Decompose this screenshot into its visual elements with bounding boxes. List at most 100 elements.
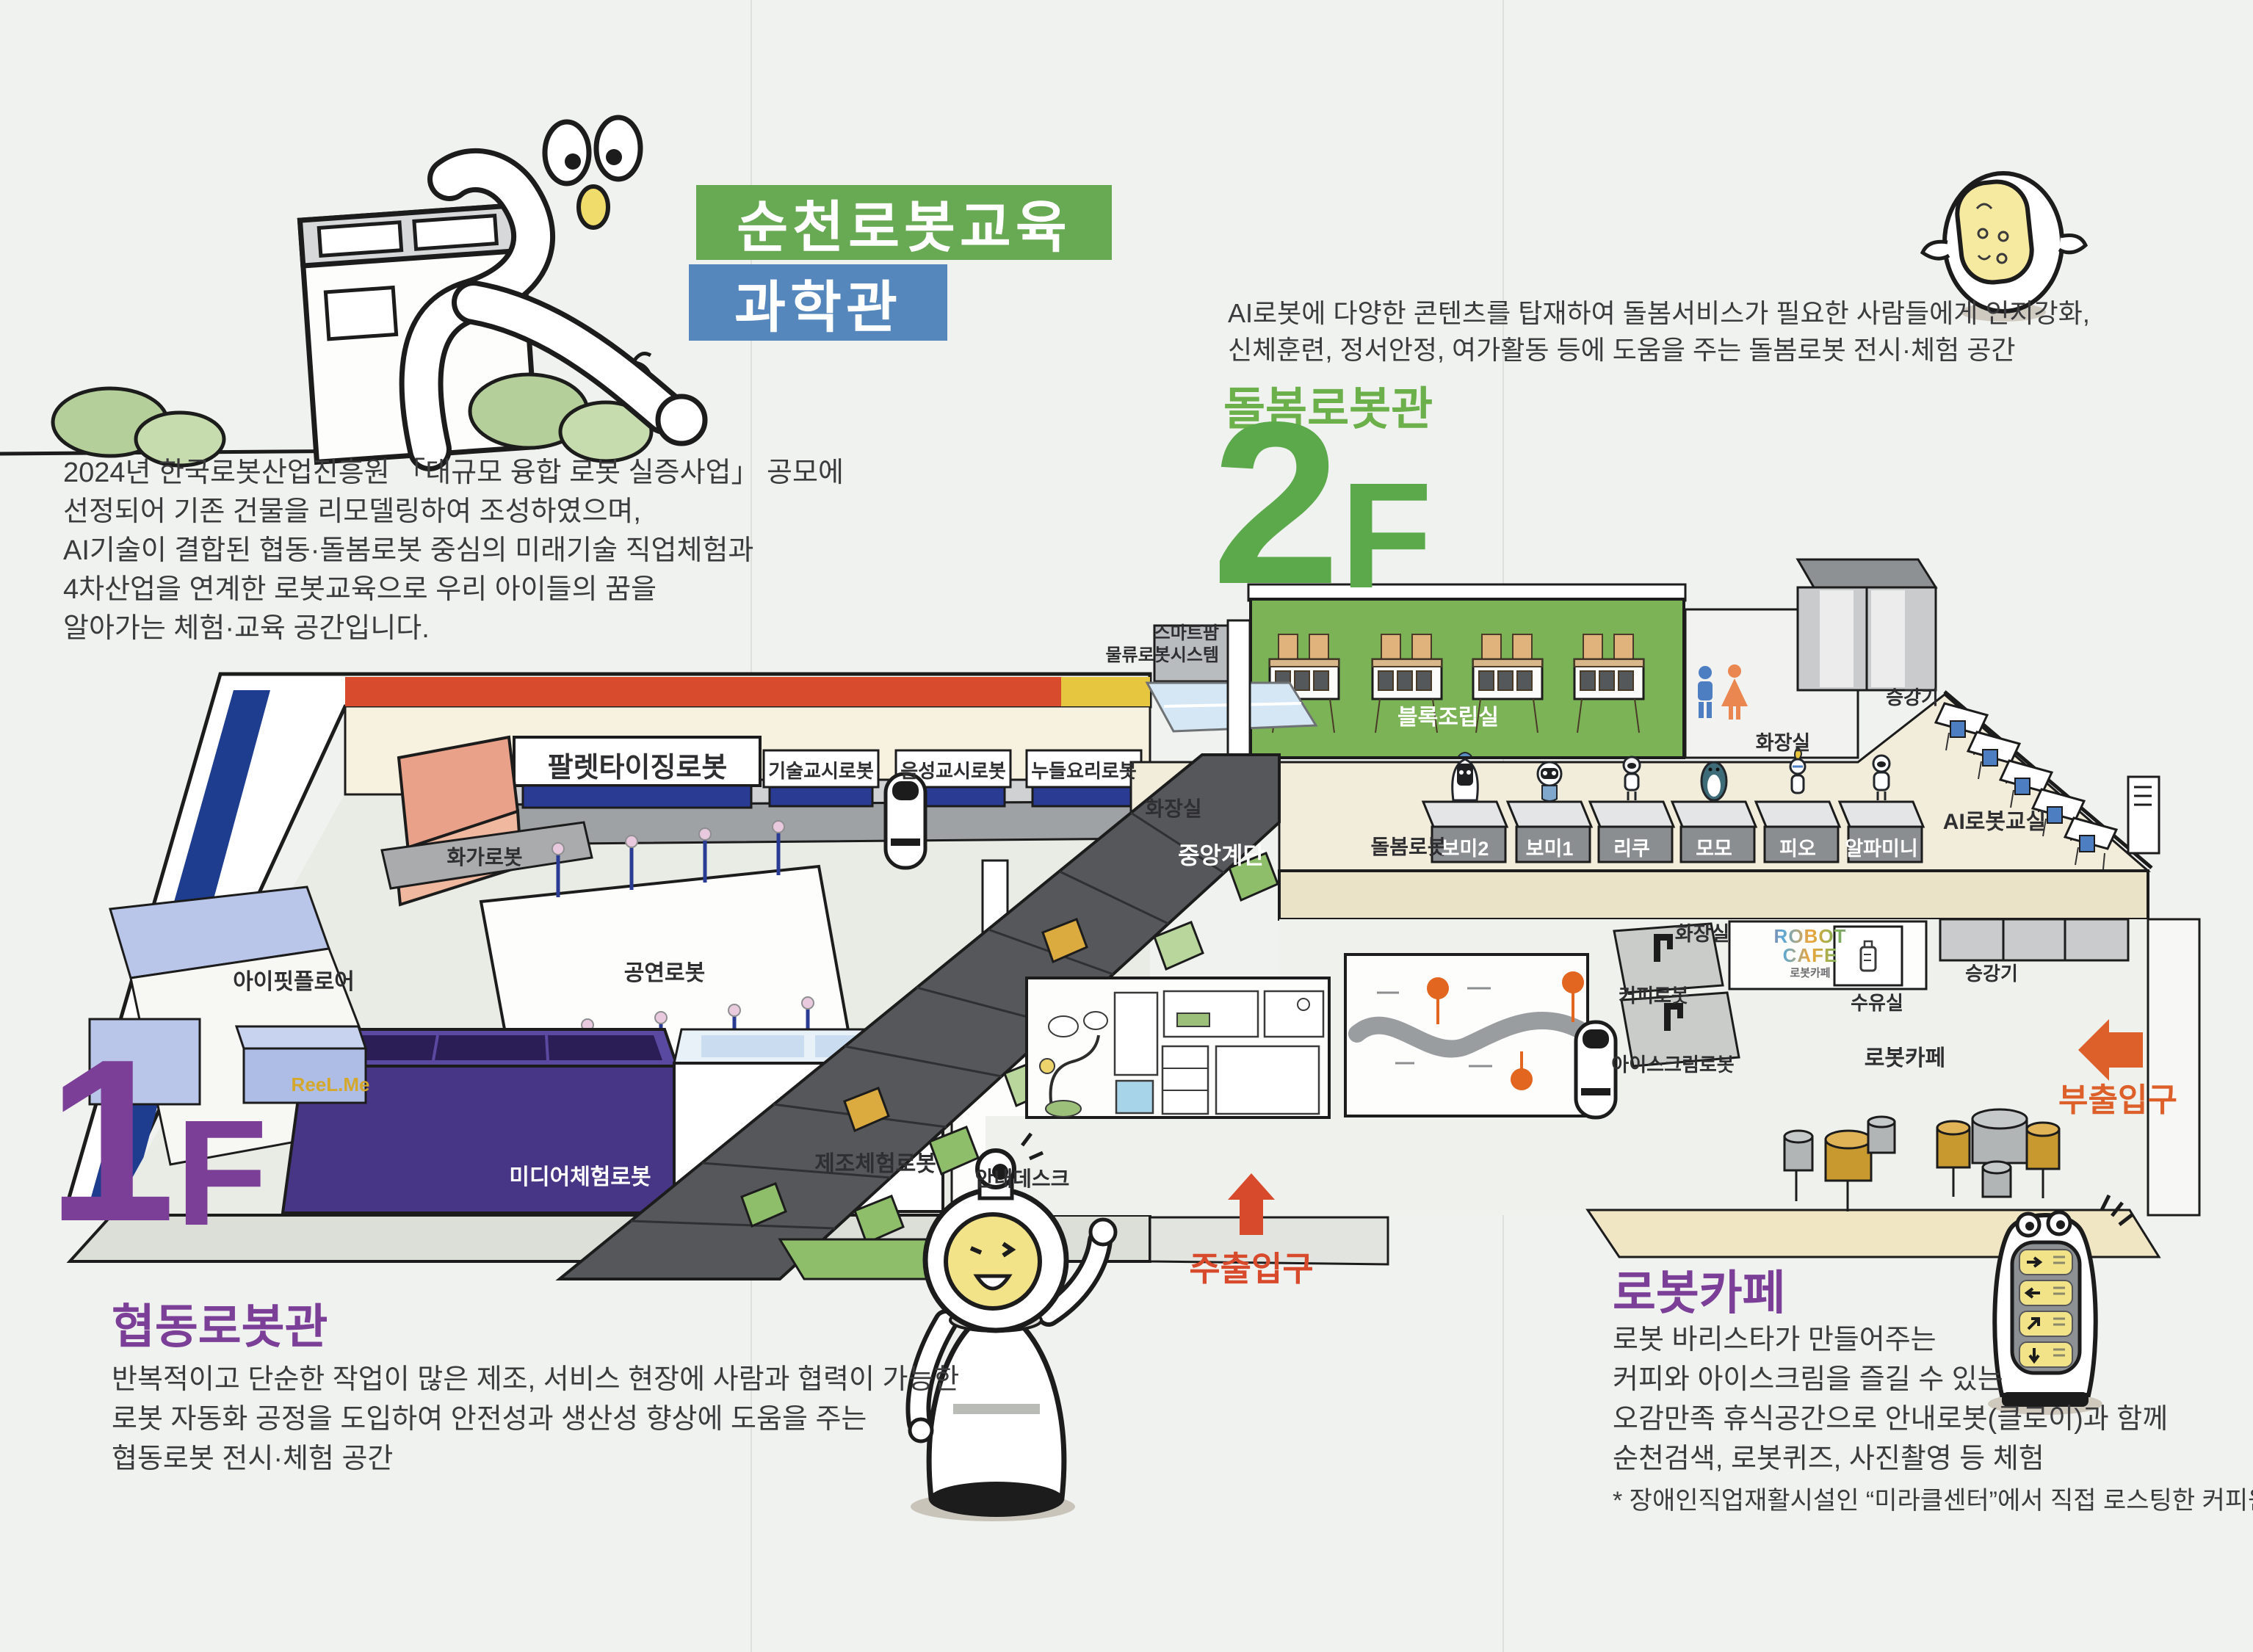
robot-liku-figure xyxy=(1622,756,1641,800)
cafe-description: 로봇 바리스타가 만들어주는 커피와 아이스크림을 즐길 수 있는 오감만족 휴… xyxy=(1613,1320,2168,1479)
direction-buttons xyxy=(2019,1249,2073,1368)
floor2-description: AI로봇에 다양한 콘텐츠를 탑재하여 돌봄서비스가 필요한 사람들에게 인지강… xyxy=(1228,295,2090,369)
robot-arm-icon xyxy=(1664,1003,1683,1031)
floor1-desc-line: 로봇 자동화 공정을 도입하여 안전성과 생산성 향상에 도움을 주는 xyxy=(112,1404,867,1435)
waving-hand xyxy=(1088,1217,1118,1247)
label-nursing: 수유실 xyxy=(1851,992,1903,1014)
building-illustration xyxy=(51,202,654,468)
cafe-note: * 장애인직업재활시설인 “미라클센터”에서 직접 로스팅한 커피원두 사용 xyxy=(1613,1487,2253,1515)
floor1-description: 반복적이고 단순한 작업이 많은 제조, 서비스 현장에 사람과 협력이 가능한… xyxy=(112,1360,959,1479)
robot-cafe-logo: ROBOT CAFE 로봇카페 xyxy=(1755,927,1865,979)
intro-line: 2024년 한국로봇산업진흥원 「대규모 융합 로봇 실증사업」 공모에 xyxy=(63,457,844,488)
care-robot-podiums xyxy=(1421,746,1925,863)
cafe-section-name: 로봇카페 xyxy=(1613,1267,1786,1319)
title-badge-green: 순천로봇교육 xyxy=(696,185,1112,260)
sign-palletizing-robot xyxy=(513,736,762,809)
robot-mouth xyxy=(576,184,610,230)
elevator-1f xyxy=(1939,918,2130,962)
intro-line: 알아가는 체험·교육 공간입니다. xyxy=(63,613,430,644)
label-central-stairs: 중앙계단 xyxy=(1178,842,1265,869)
motion-lines xyxy=(2100,1194,2134,1226)
intro-line: 선정되어 기존 건물을 리모델링하여 조성하였으며, xyxy=(63,496,641,527)
sub-exit-arrow xyxy=(2078,1019,2143,1081)
label-tech-teach: 기술교시로봇 xyxy=(768,760,874,782)
podium-label-pio: 피오 xyxy=(1779,838,1816,860)
mural-wall-left xyxy=(1025,977,1331,1119)
podium-label-momo: 모모 xyxy=(1696,838,1732,860)
robot-bomi2-figure xyxy=(1451,752,1479,802)
penguin-robot-mascot xyxy=(1920,171,2089,322)
floor1-section-name: 협동로봇관 xyxy=(112,1300,328,1353)
coffee-robot-counter xyxy=(1613,922,1724,994)
main-entrance xyxy=(1149,1173,1389,1266)
cafe-desc-line: 순천검색, 로봇퀴즈, 사진촬영 등 체험 xyxy=(1613,1443,2044,1474)
floor2-number: 2 xyxy=(1212,374,1341,632)
label-sub-exit: 부출입구 xyxy=(2058,1082,2177,1118)
elevator-2f xyxy=(1795,558,1938,692)
classroom-desks xyxy=(1268,634,1645,733)
robot-eye-right xyxy=(593,115,643,182)
title-badge-blue: 과학관 xyxy=(689,264,947,341)
mural-wall-timeline xyxy=(1344,953,1589,1117)
ai-class-desks xyxy=(1934,702,2119,870)
label-block-room: 블록조립실 xyxy=(1397,706,1499,730)
smartfarm-conveyor xyxy=(1145,619,1318,758)
label-care-robot: 돌봄로봇 xyxy=(1370,836,1447,858)
floor1-desc-line: 반복적이고 단순한 작업이 많은 제조, 서비스 현장에 사람과 협력이 가능한 xyxy=(112,1364,960,1395)
painter-robot-ramp xyxy=(380,821,593,890)
label-noodle: 누들요리로봇 xyxy=(1031,760,1137,782)
floor1-number: 1 xyxy=(47,1011,176,1269)
woman-icon xyxy=(1721,664,1748,720)
podium-label-bomi1: 보미1 xyxy=(1525,838,1574,860)
intro-line: AI기술이 결합된 협동·돌봄로봇 중심의 미래기술 직업체험과 xyxy=(63,535,754,566)
man-icon xyxy=(1698,666,1713,718)
robot-hand xyxy=(655,394,708,446)
floor1-letter: F xyxy=(176,1089,268,1258)
nursing-room xyxy=(1833,925,1903,987)
label-smartfarm-line1: 스마트팜 xyxy=(1154,623,1219,643)
floor2-desc-line: AI로봇에 다양한 콘텐츠를 탑재하여 돌봄서비스가 필요한 사람들에게 인지강… xyxy=(1228,298,2090,328)
sign-tech-teaching-robot xyxy=(762,749,880,808)
label-toilet-2f: 화장실 xyxy=(1755,732,1811,754)
door-panel xyxy=(2127,775,2160,855)
label-voice-teach: 음성교시로봇 xyxy=(900,760,1006,782)
label-icecream-robot: 아이스크림로봇 xyxy=(1611,1054,1735,1076)
label-palletizing: 팔렛타이징로봇 xyxy=(547,753,728,783)
sign-noodle-robot xyxy=(1025,749,1143,808)
cloi-mascot xyxy=(905,1132,1118,1521)
robot-pio-figure xyxy=(1789,746,1807,794)
media-experience-box xyxy=(281,1028,679,1214)
label-info-desk: 안내데스크 xyxy=(974,1167,1070,1190)
slab-edge xyxy=(1278,869,2149,921)
icecream-robot-counter xyxy=(1620,991,1740,1068)
label-coffee-robot: 커피로봇 xyxy=(1619,985,1689,1007)
serving-robot-figure xyxy=(883,772,927,870)
cafe-desc-line: 로봇 바리스타가 만들어주는 xyxy=(1613,1325,1936,1355)
intro-line: 4차산업을 연계한 로봇교육으로 우리 아이들의 꿈을 xyxy=(63,574,657,605)
robot-arm-icon xyxy=(1654,934,1673,962)
label-elevator-1f: 승강기 xyxy=(1965,963,2018,985)
robot-momo-figure xyxy=(1700,761,1728,802)
label-robot-cafe-floor: 로봇카페 xyxy=(1864,1046,1946,1070)
label-media: 미디어체험로봇 xyxy=(509,1165,651,1189)
label-toilet-1f: 화장실 xyxy=(1674,923,1730,945)
podium-label-liku: 리쿠 xyxy=(1613,838,1650,860)
panel-periwinkle-lower xyxy=(88,1018,201,1106)
cafe-tables xyxy=(1783,1108,2061,1211)
cafe-area xyxy=(986,918,2201,1258)
intro-paragraph: 2024년 한국로봇산업진흥원 「대규모 융합 로봇 실증사업」 공모에 선정되… xyxy=(63,454,844,648)
label-smartfarm-line2: 물류로봇시스템 xyxy=(1105,645,1219,665)
blue-cube xyxy=(234,1025,368,1104)
floor2-desc-line: 신체훈련, 정서안정, 여가활동 등에 도움을 주는 돌봄로봇 전시·체험 공간 xyxy=(1228,335,2016,365)
label-ai-class: AI로봇교실 xyxy=(1942,810,2047,834)
cafe-desc-line: 오감만족 휴식공간으로 안내로봇(클로이)과 함께 xyxy=(1613,1404,2169,1435)
robot-cafe-logo-sub: 로봇카페 xyxy=(1790,967,1831,979)
robot-bomi1-figure xyxy=(1536,761,1563,802)
red-band xyxy=(345,677,1061,706)
floor2-letter: F xyxy=(1340,452,1433,620)
cafe-desc-line: 커피와 아이스크림을 즐길 수 있는 xyxy=(1613,1364,2003,1395)
label-smartfarm: 스마트팜 물류로봇시스템 xyxy=(1005,623,1219,667)
robot-arm-mascot xyxy=(399,115,708,471)
